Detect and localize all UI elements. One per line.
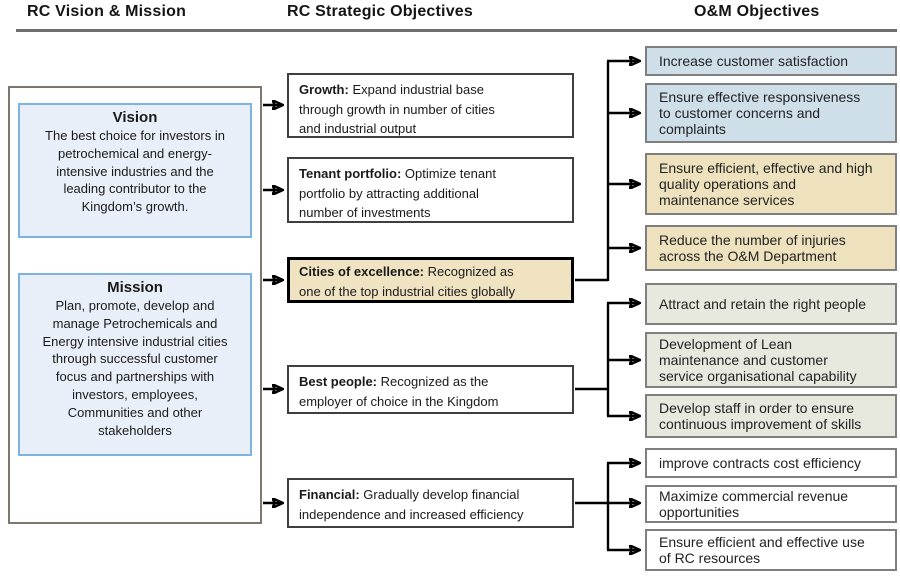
strategic-objective-tenant-portfolio: Tenant portfolio: Optimize tenant portfo… <box>287 157 574 223</box>
om-objective-develop-staff: Develop staff in order to ensure continu… <box>645 394 897 438</box>
strategic-objective-cities-of-excellence-desc: Recognized as one of the top industrial … <box>299 264 516 299</box>
om-objective-quality-operations: Ensure efficient, effective and high qua… <box>645 153 897 215</box>
strategic-objective-best-people: Best people: Recognized as the employer … <box>287 365 574 414</box>
strategic-objective-tenant-portfolio-desc: Optimize tenant portfolio by attracting … <box>299 166 496 220</box>
column-header-strategic-objectives: RC Strategic Objectives <box>287 3 473 20</box>
strategic-objective-growth: Growth: Expand industrial base through g… <box>287 73 574 138</box>
vision-box: Vision The best choice for investors in … <box>18 103 252 238</box>
om-objective-attract-retain-people: Attract and retain the right people <box>645 283 897 325</box>
om-objective-rc-resources: Ensure efficient and effective use of RC… <box>645 529 897 571</box>
strategic-objective-best-people-desc: Recognized as the employer of choice in … <box>299 374 499 409</box>
column-header-om-objectives: O&M Objectives <box>694 3 820 20</box>
om-objective-contracts-cost-efficiency: improve contracts cost efficiency <box>645 448 897 478</box>
strategic-objective-tenant-portfolio-label: Tenant portfolio: <box>299 166 402 181</box>
strategic-objective-financial: Financial: Gradually develop financial i… <box>287 478 574 528</box>
strategic-objective-cities-of-excellence-label: Cities of excellence: <box>299 264 424 279</box>
om-objective-customer-satisfaction: Increase customer satisfaction <box>645 46 897 76</box>
mission-box: Mission Plan, promote, develop and manag… <box>18 273 252 456</box>
strategic-objective-growth-label: Growth: <box>299 82 349 97</box>
strategic-objective-financial-label: Financial: <box>299 487 360 502</box>
strategic-objective-growth-desc: Expand industrial base through growth in… <box>299 82 495 136</box>
mission-title: Mission <box>107 279 163 296</box>
om-objective-commercial-revenue: Maximize commercial revenue opportunitie… <box>645 485 897 523</box>
om-objective-lean-capability: Development of Lean maintenance and cust… <box>645 332 897 388</box>
column-header-vision-mission: RC Vision & Mission <box>27 3 187 20</box>
vision-body: The best choice for investors in petroch… <box>45 128 225 215</box>
om-objective-responsiveness: Ensure effective responsiveness to custo… <box>645 83 897 143</box>
strategic-objective-best-people-label: Best people: <box>299 374 378 389</box>
strategic-objective-financial-desc: Gradually develop financial independence… <box>299 487 524 522</box>
header-divider-line <box>16 29 897 32</box>
strategic-objective-cities-of-excellence-highlighted: Cities of excellence: Recognized as one … <box>287 257 574 303</box>
mission-body: Plan, promote, develop and manage Petroc… <box>42 298 228 438</box>
vision-title: Vision <box>112 109 158 126</box>
om-objective-reduce-injuries: Reduce the number of injuries across the… <box>645 225 897 271</box>
